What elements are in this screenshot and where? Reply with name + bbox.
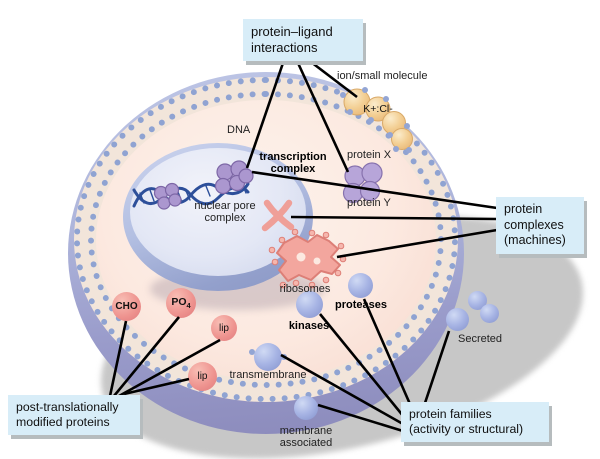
ion-channel-icon (343, 88, 413, 150)
connector-ligand-channel (310, 60, 358, 99)
ion-small-molecule-label: ion/small molecule (337, 70, 428, 82)
kinase-protein-sphere (296, 291, 323, 318)
connector-membraneassoc-families (317, 403, 404, 433)
secreted-protein-sphere (446, 308, 469, 331)
lip-modified-protein-sphere: lip (188, 362, 217, 391)
cho-label: CHO (115, 301, 138, 312)
nuclear-pore-complex-icon (261, 199, 295, 232)
lip-modified-protein-sphere: lip (211, 315, 237, 341)
lip-label: lip (218, 322, 229, 334)
connector-secreted-families (421, 330, 451, 410)
protein-y-label: protein Y (347, 197, 391, 209)
transcription-complex-icon (153, 160, 254, 210)
cho-modified-protein-sphere: CHO (112, 292, 141, 321)
ribosomes-label: ribosomes (279, 283, 331, 295)
kinases-label: kinases (288, 320, 330, 332)
proteases-label: proteases (335, 299, 387, 311)
connector-ribosomes-complexes (336, 228, 498, 259)
connector-kinases-families (318, 313, 406, 418)
connector-lip1-posttrans (118, 338, 221, 398)
connector-ligand-dna (245, 62, 285, 169)
po4-label: PO4 (171, 295, 191, 311)
connector-transmembrane-families (280, 353, 404, 426)
k-cl-label: K+:Cl- (363, 103, 393, 115)
connector-pore-complexes (290, 215, 498, 221)
po4-modified-protein-sphere: PO4 (166, 288, 196, 318)
connector-po4-posttrans (112, 316, 181, 397)
secreted-protein-sphere (468, 291, 487, 310)
connector-proteases-families (362, 298, 415, 412)
lip-label: lip (197, 371, 208, 382)
transmembrane-label: transmembrane (229, 369, 307, 381)
secreted-protein-sphere (480, 304, 499, 323)
protein-x-label: protein X (347, 149, 392, 161)
secreted-label: Secreted (458, 333, 503, 345)
connector-transcription-complexes (251, 170, 498, 210)
membrane-associated-protein-sphere (294, 396, 318, 420)
connector-lip2-posttrans (123, 377, 190, 396)
connector-cho-posttrans (108, 320, 128, 397)
protein-families-box: protein families(activity or structural) (401, 402, 549, 442)
connector-ligand-proteinxy (296, 62, 350, 173)
ribosomes-icon (268, 228, 347, 289)
protease-protein-sphere (348, 273, 373, 298)
dna-label: DNA (227, 124, 251, 136)
transmembrane-protein-sphere (254, 343, 282, 371)
